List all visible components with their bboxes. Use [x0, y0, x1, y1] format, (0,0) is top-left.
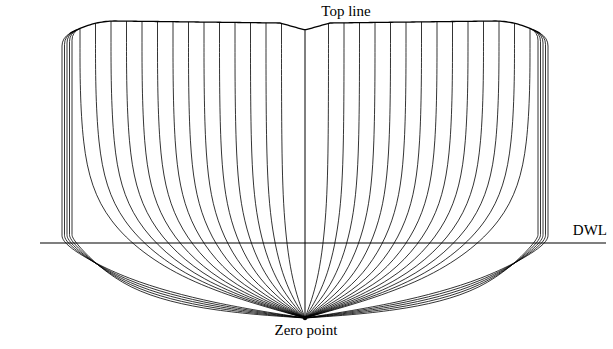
section-line	[111, 21, 305, 318]
section-line	[305, 23, 515, 318]
section-line	[173, 22, 305, 318]
section-line	[204, 22, 305, 318]
zero-point-label: Zero point	[275, 322, 338, 339]
section-line	[305, 30, 541, 318]
section-line	[235, 22, 305, 318]
section-line	[67, 31, 305, 318]
section-line	[305, 31, 543, 318]
section-line	[305, 22, 437, 318]
section-line	[158, 22, 306, 318]
section-line	[305, 33, 548, 318]
section-line	[127, 21, 306, 318]
section-line	[189, 22, 306, 318]
section-line	[65, 32, 306, 318]
section-line	[305, 23, 329, 318]
section-line	[305, 22, 422, 318]
section-line	[305, 21, 499, 318]
section-line	[305, 32, 546, 318]
center-line	[305, 30, 306, 318]
section-line	[305, 22, 375, 318]
section-line	[62, 33, 305, 318]
section-line	[305, 23, 344, 318]
section-line	[305, 21, 484, 318]
waterline-label: DWL	[573, 222, 607, 239]
section-line	[96, 23, 306, 318]
waterline	[40, 242, 606, 243]
section-line	[142, 21, 305, 318]
section-line	[251, 23, 306, 318]
section-line	[305, 22, 406, 318]
section-line	[72, 28, 305, 318]
section-line	[220, 22, 306, 318]
section-line	[305, 28, 538, 318]
section-line	[282, 23, 306, 318]
section-line	[305, 21, 468, 318]
section-line	[305, 23, 360, 318]
section-line	[266, 23, 305, 318]
section-line	[305, 22, 391, 318]
section-line	[305, 22, 453, 318]
section-line	[70, 30, 306, 318]
zero-point-dot	[303, 316, 307, 320]
top-line-label: Top line	[321, 3, 370, 20]
